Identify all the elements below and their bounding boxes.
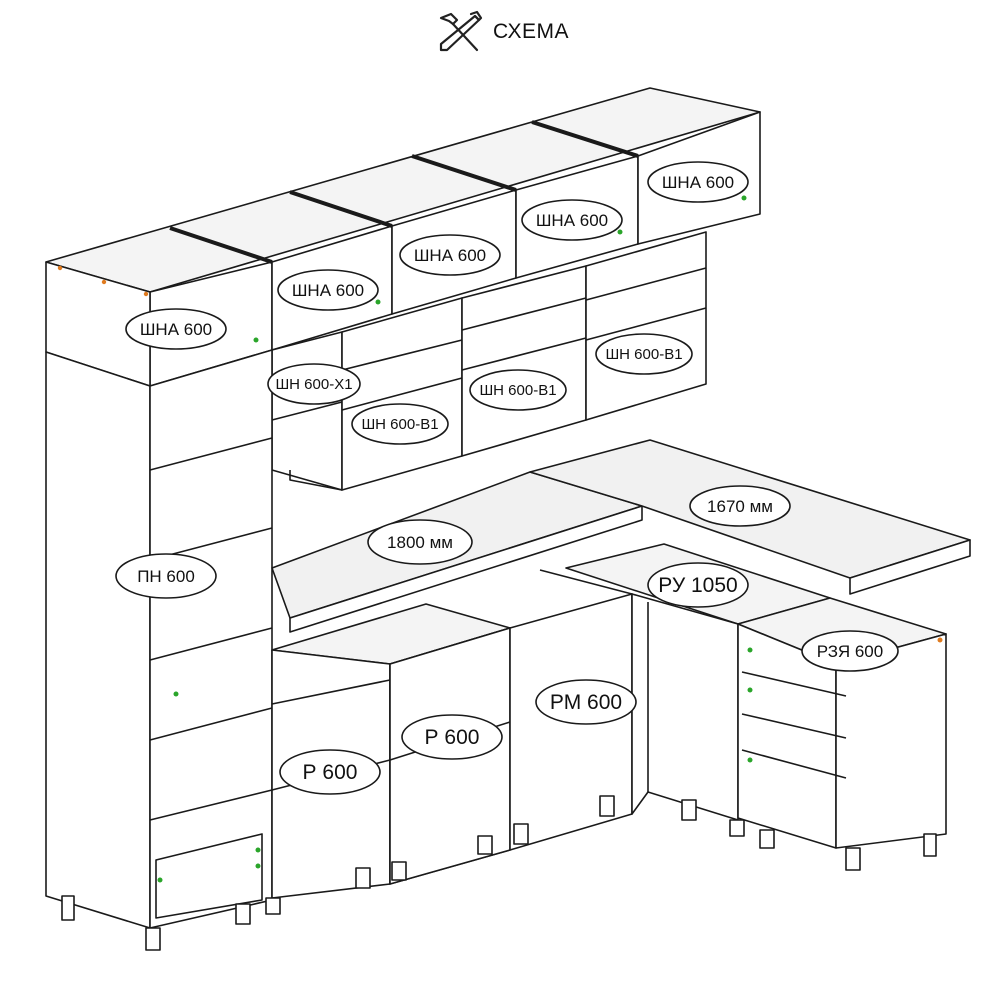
svg-text:ШН 600-В1: ШН 600-В1 bbox=[479, 382, 556, 399]
label-shna-2: ШНА 600 bbox=[277, 269, 379, 311]
svg-text:РЗЯ 600: РЗЯ 600 bbox=[817, 642, 883, 661]
label-shna-3: ШНА 600 bbox=[399, 234, 501, 276]
label-top-right: 1670 мм bbox=[689, 485, 791, 527]
svg-text:ШН 600-В1: ШН 600-В1 bbox=[605, 346, 682, 363]
svg-text:1800 мм: 1800 мм bbox=[387, 533, 453, 552]
label-rm: РМ 600 bbox=[535, 679, 637, 725]
svg-text:ШН 600-В1: ШН 600-В1 bbox=[361, 416, 438, 433]
label-shna-5: ШНА 600 bbox=[647, 161, 749, 203]
label-pn: ПН 600 bbox=[115, 553, 217, 599]
schema-title: СХЕМА bbox=[493, 20, 569, 43]
label-r-left: Р 600 bbox=[279, 749, 381, 795]
svg-text:ШНА 600: ШНА 600 bbox=[662, 173, 734, 192]
label-top-left: 1800 мм bbox=[367, 519, 473, 565]
label-r-right: Р 600 bbox=[401, 714, 503, 760]
svg-text:ШНА 600: ШНА 600 bbox=[414, 246, 486, 265]
svg-text:ПН 600: ПН 600 bbox=[137, 567, 195, 586]
svg-text:ШНА 600: ШНА 600 bbox=[536, 211, 608, 230]
hardware-markers bbox=[57, 195, 943, 883]
tools-icon bbox=[439, 10, 483, 52]
label-sh-x1: ШН 600-Х1 bbox=[267, 363, 361, 405]
svg-text:РУ 1050: РУ 1050 bbox=[658, 574, 737, 597]
label-shna-4: ШНА 600 bbox=[521, 199, 623, 241]
tall-cabinet bbox=[45, 349, 273, 951]
label-rzya: РЗЯ 600 bbox=[801, 630, 899, 672]
svg-text:Р 600: Р 600 bbox=[303, 761, 358, 784]
svg-text:РМ 600: РМ 600 bbox=[550, 691, 622, 714]
wall-cabinet-lower-row bbox=[271, 231, 707, 491]
labels: ШНА 600 ШНА 600 ШНА 600 ШНА 600 ШНА 600 … bbox=[115, 161, 899, 795]
svg-text:ШНА 600: ШНА 600 bbox=[140, 320, 212, 339]
schema-header: СХЕМА bbox=[0, 10, 1000, 54]
label-sh-b1-b: ШН 600-В1 bbox=[469, 369, 567, 411]
svg-text:1670 мм: 1670 мм bbox=[707, 497, 773, 516]
svg-text:ШНА 600: ШНА 600 bbox=[292, 281, 364, 300]
base-cabinets bbox=[265, 543, 947, 915]
label-ru: РУ 1050 bbox=[647, 562, 749, 608]
wall-cabinet-top-row bbox=[45, 87, 761, 387]
svg-text:Р 600: Р 600 bbox=[425, 726, 480, 749]
label-sh-b1-a: ШН 600-В1 bbox=[351, 403, 449, 445]
label-shna-1: ШНА 600 bbox=[125, 308, 227, 350]
svg-text:ШН 600-Х1: ШН 600-Х1 bbox=[275, 376, 352, 393]
label-sh-b1-c: ШН 600-В1 bbox=[595, 333, 693, 375]
